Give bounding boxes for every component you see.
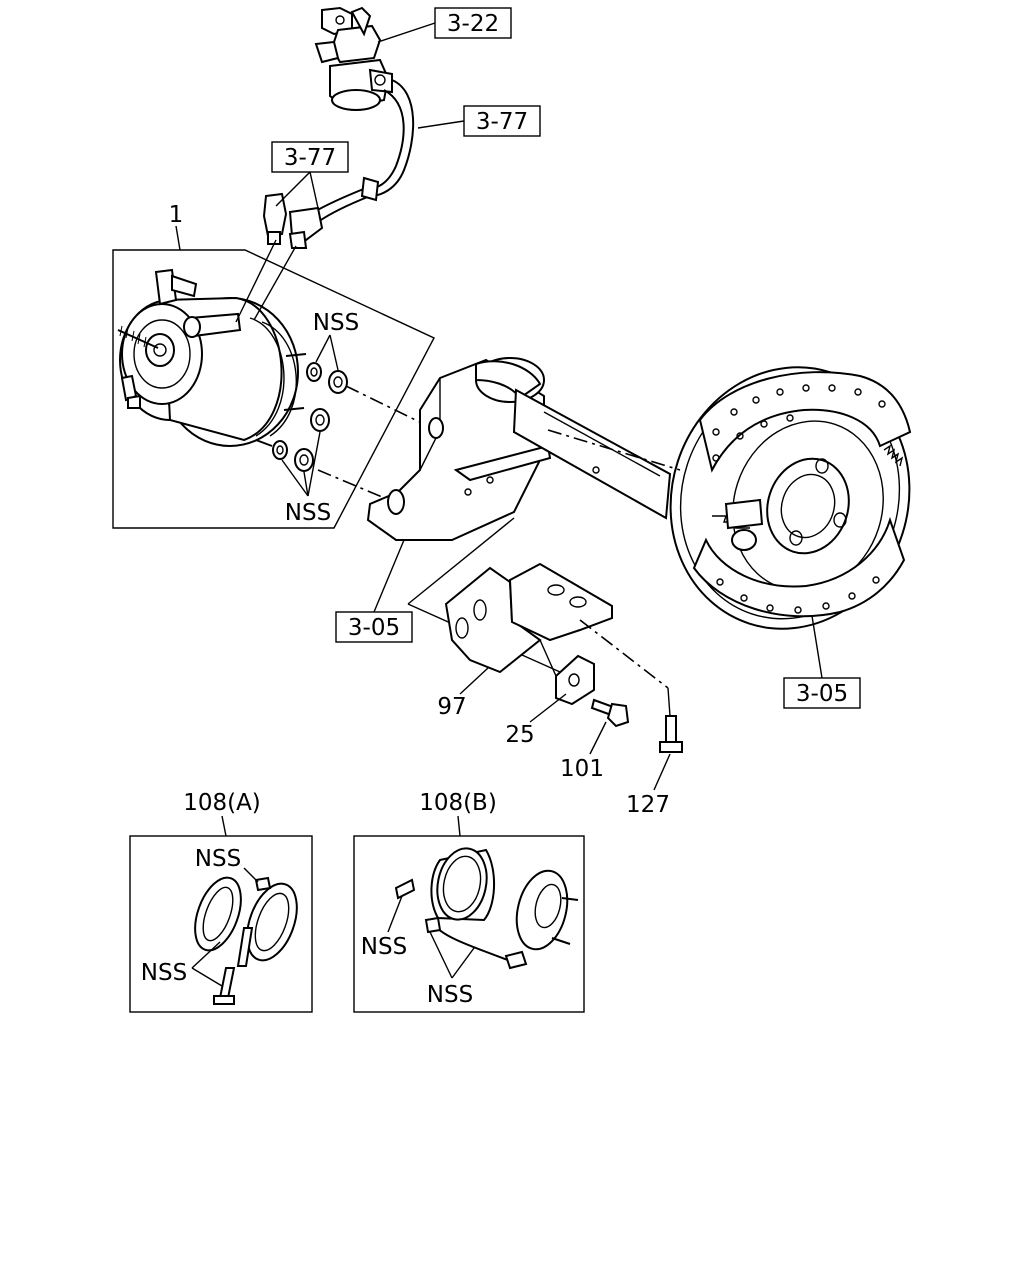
nss-label-2: NSS [285,500,331,526]
axle-bracket [366,357,552,541]
ref-3-05-left: 3-05 [348,615,400,641]
nss-label-1: NSS [313,310,359,336]
ref-3-22: 3-22 [447,11,499,37]
bolt-101 [590,698,630,728]
ref-3-77-upper: 3-77 [476,109,528,135]
nss-label-3: NSS [195,846,241,872]
kit-108b-label: 108(B) [419,790,497,816]
ref-3-77-lower: 3-77 [284,145,336,171]
part-127-label: 127 [626,792,670,818]
nss-nuts-lower [272,408,330,472]
part-97-label: 97 [437,694,466,720]
kit-108a-frame [129,835,313,1013]
plate-25 [555,654,595,706]
kit-108b-frame [353,835,585,1013]
brake-chamber-frame [112,249,435,529]
relay-valve [314,6,393,111]
part-25-label: 25 [505,722,534,748]
ref-3-05-right: 3-05 [796,681,848,707]
kit-108a-parts [194,876,298,1005]
kit-108b-parts [394,847,579,970]
hose-fittings [262,192,324,249]
kit-108a-label: 108(A) [183,790,261,816]
nss-label-5: NSS [361,934,407,960]
nss-label-6: NSS [427,982,473,1008]
brake-chamber [117,268,307,447]
air-hose [369,79,415,197]
nss-label-4: NSS [141,960,187,986]
axle-tube [512,388,672,520]
nss-nuts-upper [306,362,348,394]
part-101-label: 101 [560,756,604,782]
bolt-127 [659,715,683,753]
brake-shoe-assembly [669,366,912,630]
part-1-label: 1 [169,202,184,228]
mounting-bracket-97 [444,562,613,674]
